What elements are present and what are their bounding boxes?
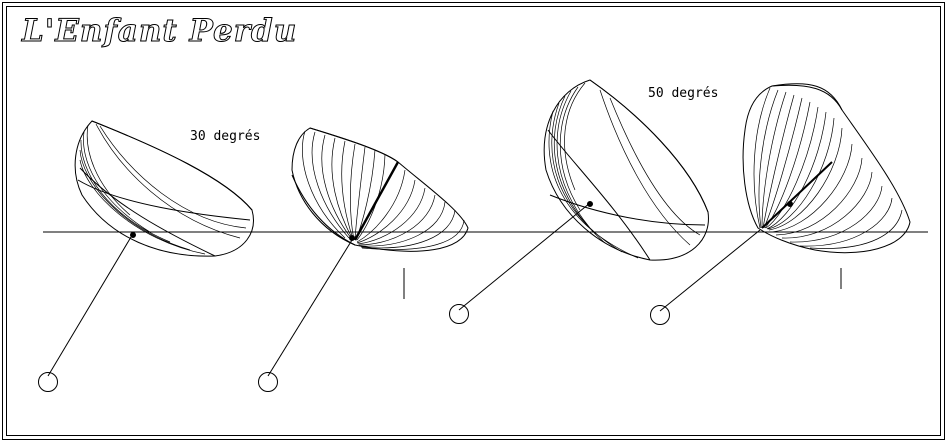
angle-label-50: 50 degrés: [648, 86, 719, 101]
hull-30-side-pendulum: [48, 237, 131, 376]
hull-30-oblique-deck: [310, 128, 398, 162]
hull-30-oblique-chine: [292, 175, 355, 245]
hull-50-oblique-stem: [762, 162, 832, 228]
hull-50-oblique-deck: [772, 85, 842, 110]
hull-50-side-bob: [450, 305, 469, 324]
hull-50-oblique-view: [651, 84, 911, 325]
hull-30-side-keel: [80, 168, 215, 256]
drawing-title: L'Enfant Perdu: [21, 13, 298, 50]
hull-30-oblique-center: [350, 236, 355, 241]
angle-label-30: 30 degrés: [190, 129, 261, 144]
hull-30-oblique-pendulum: [268, 240, 352, 376]
hull-50-oblique-stations: [754, 88, 902, 249]
hull-30-side-deck: [92, 121, 252, 210]
hull-30-oblique-view: [259, 128, 469, 392]
hull-30-side-lines: [80, 124, 246, 254]
hull-50-side-view: [450, 80, 709, 324]
hull-30-side-center: [131, 233, 136, 238]
hull-30-side-bob: [39, 373, 58, 392]
hull-50-oblique-pendulum: [660, 230, 760, 311]
hull-50-side-outline: [544, 80, 708, 260]
hull-50-side-deck: [590, 80, 708, 212]
hull-50-side-center: [588, 202, 593, 207]
hull-50-oblique-bob: [651, 306, 670, 325]
hull-30-side-view: [39, 121, 254, 392]
inner-border: [6, 6, 941, 436]
hull-50-side-keel: [548, 130, 650, 260]
hull-50-oblique-center: [788, 202, 793, 207]
hull-30-oblique-bob: [259, 373, 278, 392]
hull-50-side-pendulum: [459, 203, 590, 310]
hull-50-side-section: [550, 195, 705, 225]
hull-30-side-section: [78, 180, 250, 220]
hull-50-side-lines: [549, 83, 700, 258]
hull-30-oblique-stations: [302, 131, 464, 250]
